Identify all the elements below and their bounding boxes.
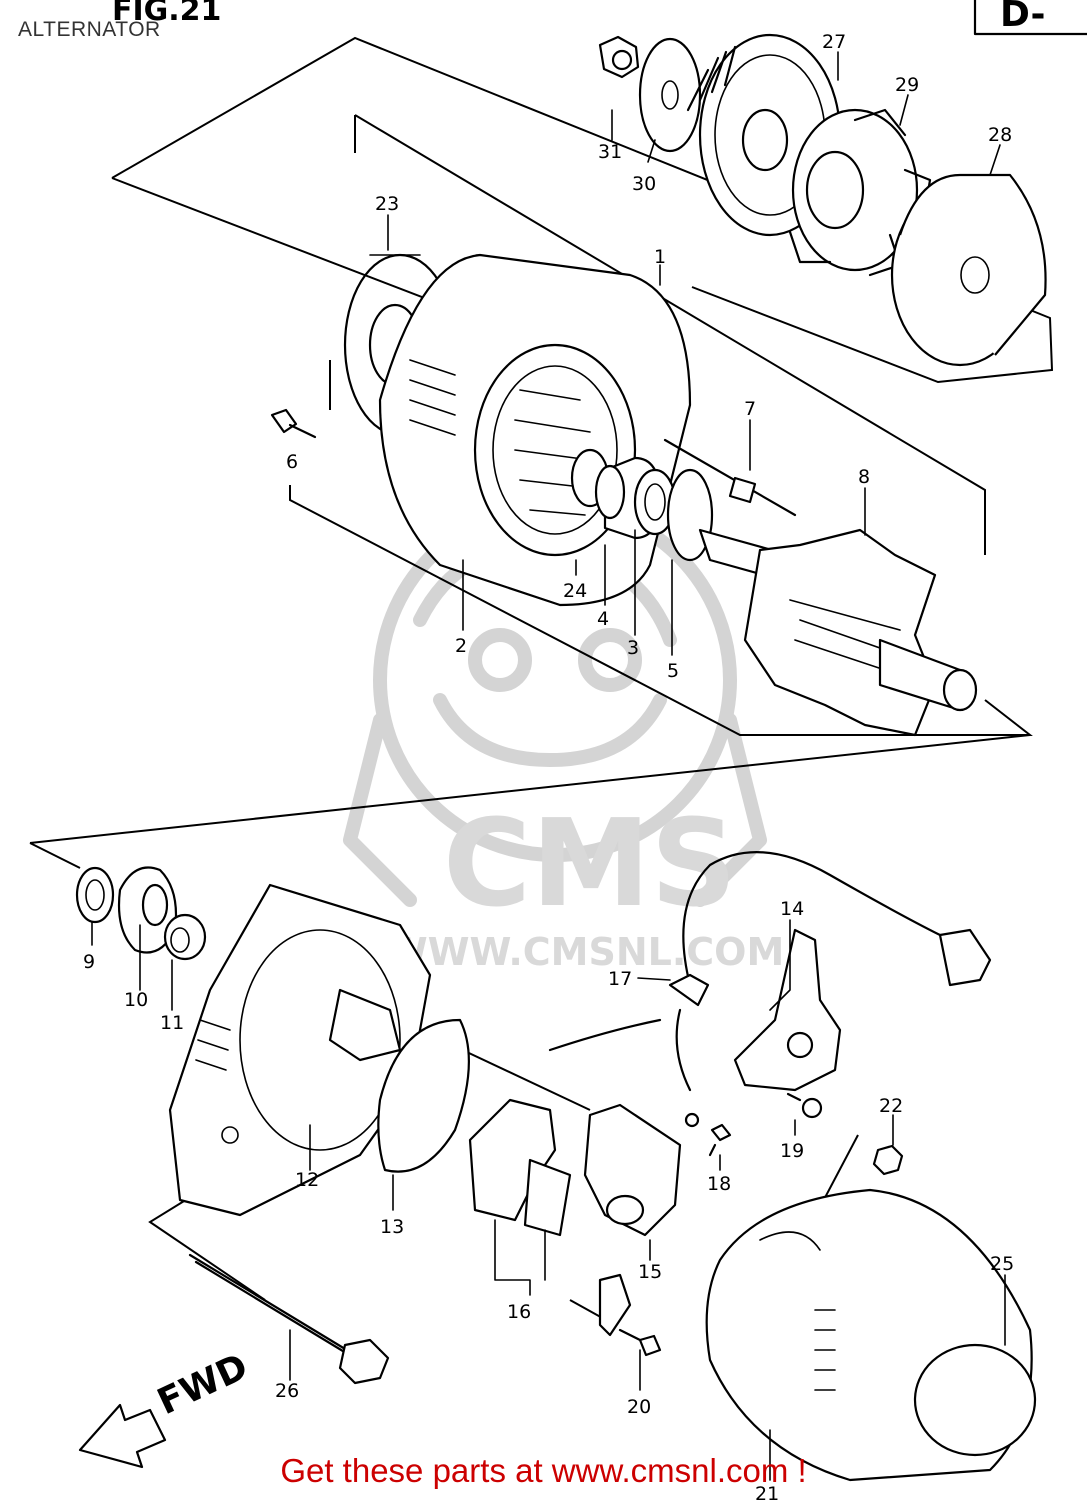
rear-cover-21-25 <box>705 1188 1037 1482</box>
callout-2: 2 <box>455 635 467 657</box>
callout-10: 10 <box>124 989 148 1011</box>
housing-12 <box>168 883 432 1217</box>
footer-cta: Get these parts at www.cmsnl.com ! <box>0 1452 1087 1490</box>
forward-label: FWD <box>151 1346 254 1423</box>
through-bolt-26 <box>188 1253 390 1385</box>
callout-16: 16 <box>507 1301 531 1323</box>
callout-4: 4 <box>597 608 609 630</box>
callout-9: 9 <box>83 951 95 973</box>
callout-26: 26 <box>275 1380 299 1402</box>
callout-29: 29 <box>895 74 919 96</box>
callout-19: 19 <box>780 1140 804 1162</box>
regulator-15 <box>583 1103 682 1237</box>
callout-11: 11 <box>160 1012 184 1034</box>
washer-9 <box>75 866 115 924</box>
nut-22 <box>872 1144 904 1176</box>
callout-31: 31 <box>598 141 622 163</box>
wire-harness-17 <box>548 851 992 1128</box>
callout-8: 8 <box>858 466 870 488</box>
forward-arrow: FWD <box>78 1346 254 1469</box>
leaders-lower <box>91 919 1006 1481</box>
screw-6 <box>270 408 317 439</box>
brush-holder-16 <box>468 1098 572 1237</box>
callout-6: 6 <box>286 451 298 473</box>
callout-7: 7 <box>744 398 756 420</box>
watermark-brand: CMS <box>443 795 737 934</box>
leaders-upper <box>369 51 1001 656</box>
fan-29 <box>788 108 932 277</box>
bushing-11 <box>163 913 207 961</box>
terminal-bolt-20 <box>598 1273 662 1357</box>
callout-18: 18 <box>707 1173 731 1195</box>
section-tab: D- <box>973 0 1087 36</box>
rectifier-14 <box>733 928 842 1092</box>
callout-24: 24 <box>563 580 587 602</box>
callout-15: 15 <box>638 1261 662 1283</box>
callout-28: 28 <box>988 124 1012 146</box>
callout-3: 3 <box>627 637 639 659</box>
screw-19 <box>786 1092 823 1119</box>
page-title: ALTERNATOR <box>18 18 161 41</box>
gasket-13 <box>377 1018 470 1173</box>
callout-1: 1 <box>654 246 666 268</box>
rotor-8 <box>698 528 978 737</box>
callout-22: 22 <box>879 1095 903 1117</box>
callout-5: 5 <box>667 660 679 682</box>
pulley-nut-31 <box>598 35 640 79</box>
stud-bolt-7 <box>663 438 797 517</box>
screw-18 <box>708 1123 732 1157</box>
callout-27: 27 <box>822 31 846 53</box>
callout-25: 25 <box>990 1253 1014 1275</box>
pulley-washer-30 <box>638 37 702 153</box>
cta-link[interactable]: Get these parts at www.cmsnl.com ! <box>280 1452 807 1489</box>
callout-12: 12 <box>295 1169 319 1191</box>
cover-28 <box>890 173 1047 367</box>
watermark-url: WWW.CMSNL.COM <box>386 930 785 974</box>
callout-20: 20 <box>627 1396 651 1418</box>
callout-30: 30 <box>632 173 656 195</box>
callout-14: 14 <box>780 898 804 920</box>
callout-17: 17 <box>608 968 632 990</box>
plate-5 <box>666 468 714 562</box>
figure-label: FIG.21 <box>112 0 221 28</box>
callout-23: 23 <box>375 193 399 215</box>
cms-watermark: CMS WWW.CMSNL.COM <box>343 498 785 974</box>
callout-13: 13 <box>380 1216 404 1238</box>
section-label: D- <box>1000 0 1046 35</box>
